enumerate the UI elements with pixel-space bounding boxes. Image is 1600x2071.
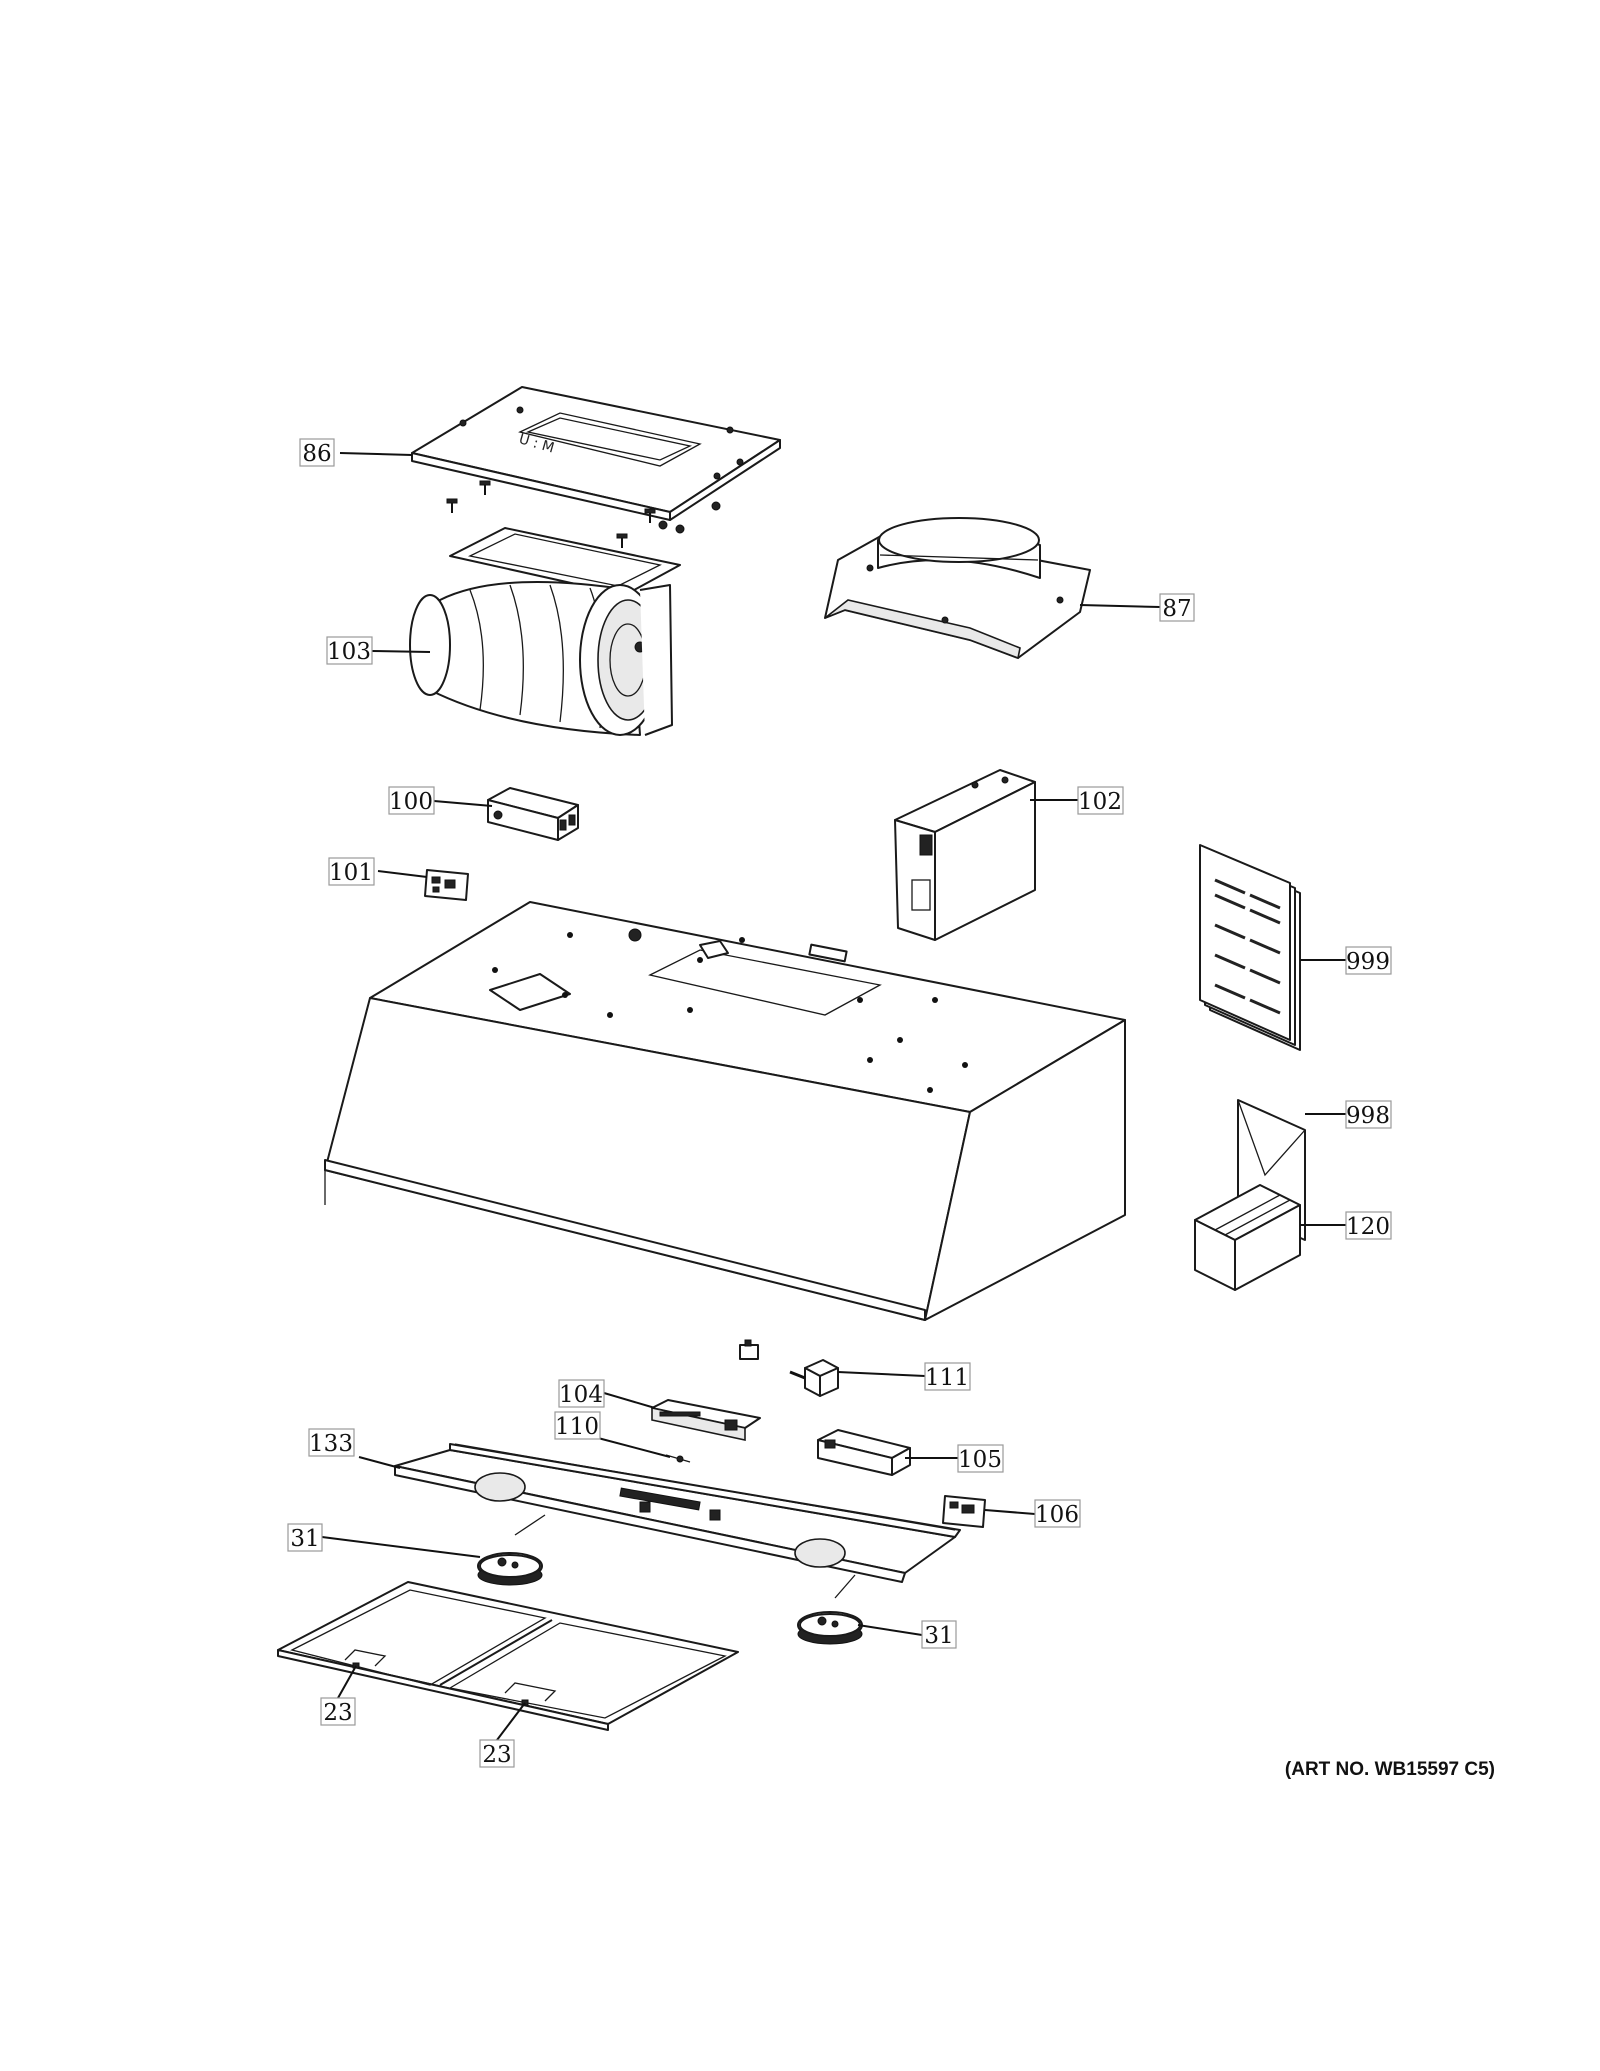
callout-102: 102 (1077, 786, 1124, 815)
callout-102-label: 102 (1078, 789, 1122, 815)
callout-998-label: 998 (1346, 1103, 1390, 1129)
callout-103-label: 103 (327, 639, 371, 665)
callout-23-left-label: 23 (323, 1700, 352, 1726)
callout-105-label: 105 (958, 1447, 1002, 1473)
art-number: (ART NO. WB15597 C5) (1285, 1759, 1495, 1780)
callout-111: 111 (924, 1362, 971, 1391)
callout-100: 100 (388, 786, 435, 815)
part-104-control-panel (651, 1399, 761, 1441)
callout-999-label: 999 (1346, 949, 1390, 975)
callout-106: 106 (1034, 1499, 1081, 1528)
callout-104-label: 104 (559, 1382, 603, 1408)
callout-86-label: 86 (302, 441, 331, 467)
part-86-top-plate: U : M (411, 386, 781, 521)
callout-105: 105 (957, 1444, 1004, 1473)
callout-87: 87 (1159, 593, 1195, 622)
callout-999: 999 (1345, 946, 1392, 975)
callout-133: 133 (308, 1428, 355, 1457)
callout-101: 101 (328, 857, 375, 886)
mounting-screws (446, 480, 721, 548)
part-103-blower (409, 527, 681, 736)
part-105-driver (817, 1429, 911, 1476)
callout-87-label: 87 (1162, 596, 1191, 622)
callout-110-label: 110 (555, 1414, 599, 1440)
part-111-switch (789, 1359, 839, 1397)
hood-body (324, 901, 1126, 1321)
callout-104: 104 (558, 1379, 605, 1408)
callout-86: 86 (299, 438, 335, 467)
callout-110: 110 (554, 1411, 601, 1440)
callout-120-label: 120 (1346, 1214, 1390, 1240)
part-120-carton (1194, 1184, 1301, 1291)
callout-23-right: 23 (479, 1739, 515, 1768)
part-31-light-left (477, 1552, 543, 1586)
callout-106-label: 106 (1035, 1502, 1079, 1528)
part-23-filters (277, 1581, 739, 1731)
callout-101-label: 101 (329, 860, 373, 886)
part-102-control-box (894, 769, 1036, 941)
callout-998: 998 (1345, 1100, 1392, 1129)
callout-100-label: 100 (389, 789, 433, 815)
callout-133-label: 133 (309, 1431, 353, 1457)
small-connector (739, 1339, 759, 1360)
part-87-duct-adapter (824, 517, 1091, 660)
callout-23-left: 23 (320, 1697, 356, 1726)
callout-31-right-label: 31 (924, 1623, 953, 1649)
part-101-board (424, 869, 469, 901)
callout-31-left-label: 31 (290, 1526, 319, 1552)
leader-lines (321, 452, 1346, 1741)
callout-111-label: 111 (925, 1365, 969, 1391)
callout-120: 120 (1345, 1211, 1392, 1240)
part-106-board (942, 1495, 986, 1528)
callout-23-right-label: 23 (482, 1742, 511, 1768)
part-31-light-right (797, 1611, 863, 1645)
part-133-bottom-tray (394, 1443, 961, 1599)
callout-103: 103 (326, 636, 373, 665)
callout-31-left: 31 (287, 1523, 323, 1552)
part-100-module (487, 787, 579, 841)
part-999-manuals (1199, 844, 1301, 1051)
callout-31-right: 31 (921, 1620, 957, 1649)
